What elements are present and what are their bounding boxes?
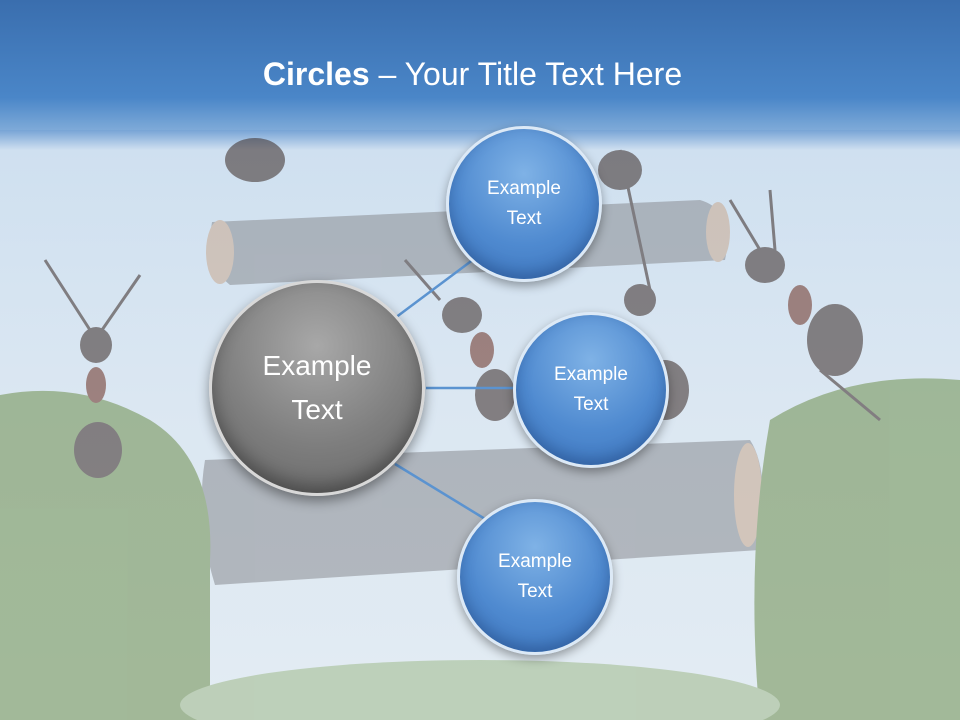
node-bottom-line1: Example (498, 551, 572, 572)
ant-left (43, 259, 142, 478)
upper-log-end-left (206, 220, 234, 284)
left-moss-bank (0, 390, 211, 720)
title-rest: Your Title Text Here (404, 56, 683, 92)
node-circle-top[interactable]: Example Text (446, 126, 602, 282)
node-middle-line2: Text (573, 394, 609, 415)
center-circle[interactable]: Example Text (209, 280, 425, 496)
ant-right (728, 189, 881, 422)
title-separator: – (369, 56, 405, 92)
ant-top (225, 138, 642, 190)
title-band (0, 0, 960, 130)
node-top-line1: Example (487, 178, 561, 199)
upper-log-end-right (706, 202, 730, 262)
lower-log-end-right (734, 443, 762, 547)
center-circle-line2: Text (291, 394, 343, 425)
slide-title: Circles – Your Title Text Here (0, 56, 945, 93)
node-middle-line1: Example (554, 364, 628, 385)
node-circle-bottom[interactable]: Example Text (457, 499, 613, 655)
right-moss-bank (754, 378, 960, 720)
node-bottom-line2: Text (517, 581, 553, 602)
node-top-line2: Text (506, 208, 542, 229)
grass-strip (180, 660, 780, 720)
connector-bottom (394, 462, 491, 524)
node-circle-middle[interactable]: Example Text (513, 312, 669, 468)
center-circle-line1: Example (262, 350, 372, 381)
connector-top (394, 254, 479, 320)
title-bold: Circles (262, 56, 370, 92)
